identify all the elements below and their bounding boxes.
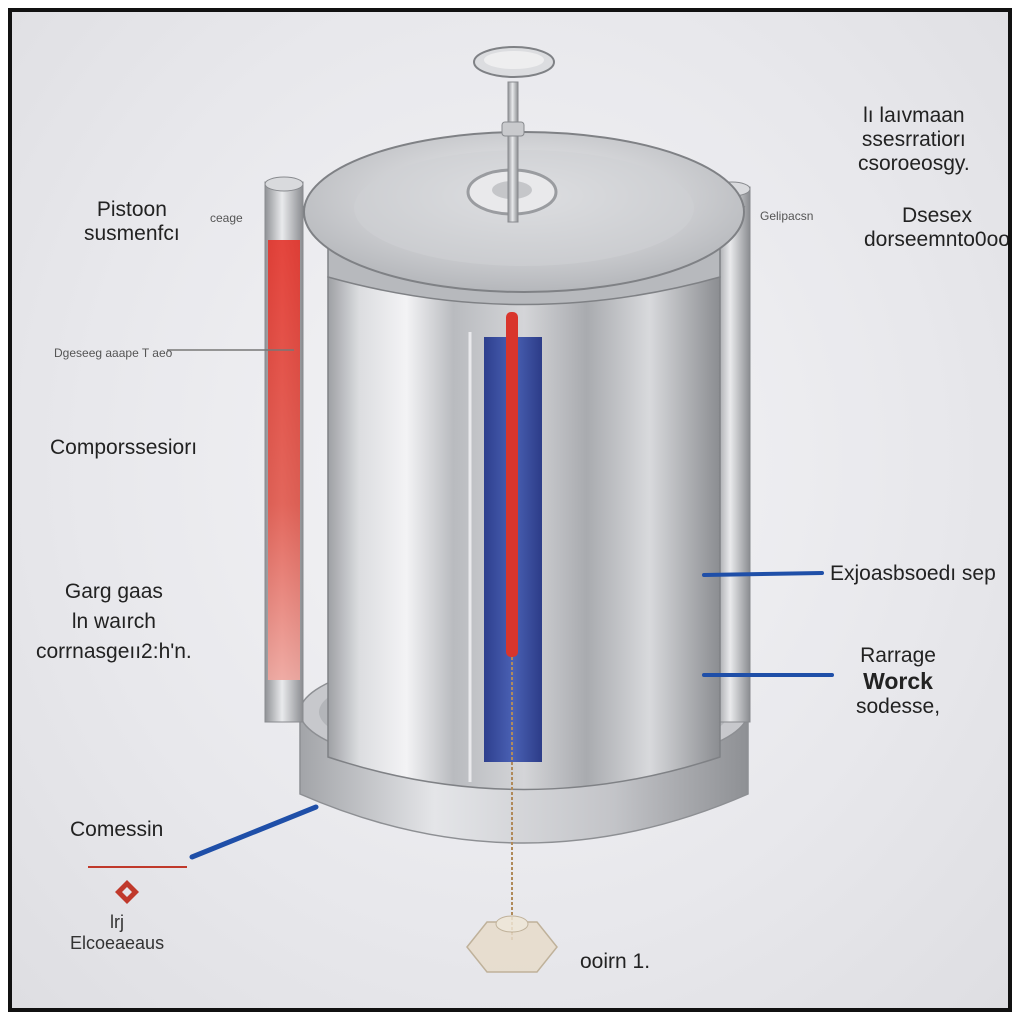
- gas-line-1: Garg gaas: [64, 580, 163, 603]
- bottom-left-small-label: lrj Elcoeaeaus: [70, 912, 164, 953]
- compression-label: Comporssesiorı: [50, 436, 198, 459]
- compression-pointer: [189, 804, 319, 860]
- cylinder-body: [327, 276, 721, 942]
- expansion-pointer: [702, 571, 824, 577]
- gas-line-3: corrnasgeıı2:h'n.: [36, 640, 192, 664]
- diagram-frame: lı laıvmaan ssesrratiorı csoroeosgy. Pis…: [8, 8, 1012, 1012]
- cylinder-lid: [302, 131, 746, 306]
- work-line-1: Rarrage: [860, 644, 936, 667]
- hot-gas-tube: [268, 240, 300, 680]
- work-line-3: sodesse,: [856, 694, 941, 718]
- right-upper-label: Dsesex dorseemnto0oo: [864, 204, 1010, 252]
- top-right-line-1: lı laıvmaan: [863, 104, 965, 127]
- work-label: Rarrage Worck sodesse,: [856, 644, 940, 719]
- piston-small-label: ceage: [210, 211, 243, 225]
- bottom-valve: [466, 915, 558, 973]
- gas-line-2: ln waırch: [71, 610, 156, 634]
- work-line-2: Worck: [863, 668, 933, 695]
- left-small-label: Dgeseeg aaape T aeo: [54, 346, 173, 360]
- piston-label: Pistoon susmenfcı: [84, 198, 180, 246]
- bottom-center-label: ooirn 1.: [580, 950, 651, 973]
- piston-line-1: Pistoon: [96, 198, 167, 221]
- bottom-left-label: Comessin: [70, 818, 164, 841]
- piston-rod: [473, 46, 555, 223]
- expansion-label: Exjoasbsoedı sep: [830, 562, 996, 585]
- heating-element: [506, 312, 518, 657]
- right-upper-line-1: Dsesex: [901, 204, 972, 227]
- top-right-line-3: csoroeosgy.: [858, 152, 970, 176]
- bottom-left-small-line-2: Elcoeaeaus: [70, 932, 165, 953]
- top-right-label: lı laıvmaan ssesrratiorı csoroeosgy.: [858, 104, 970, 176]
- mid-right-small-label: Gelipacsn: [760, 209, 814, 223]
- gas-label: Garg gaas ln waırch corrnasgeıı2:h'n.: [36, 580, 192, 664]
- right-upper-line-2: dorseemnto0oo: [864, 228, 1010, 252]
- bottom-left-small-line-1: lrj: [110, 912, 125, 932]
- diamond-arrow-icon: [115, 880, 139, 904]
- piston-line-2: susmenfcı: [84, 222, 180, 246]
- piston-cylinder-illustration: [88, 46, 834, 973]
- top-right-line-2: ssesrratiorı: [861, 128, 966, 152]
